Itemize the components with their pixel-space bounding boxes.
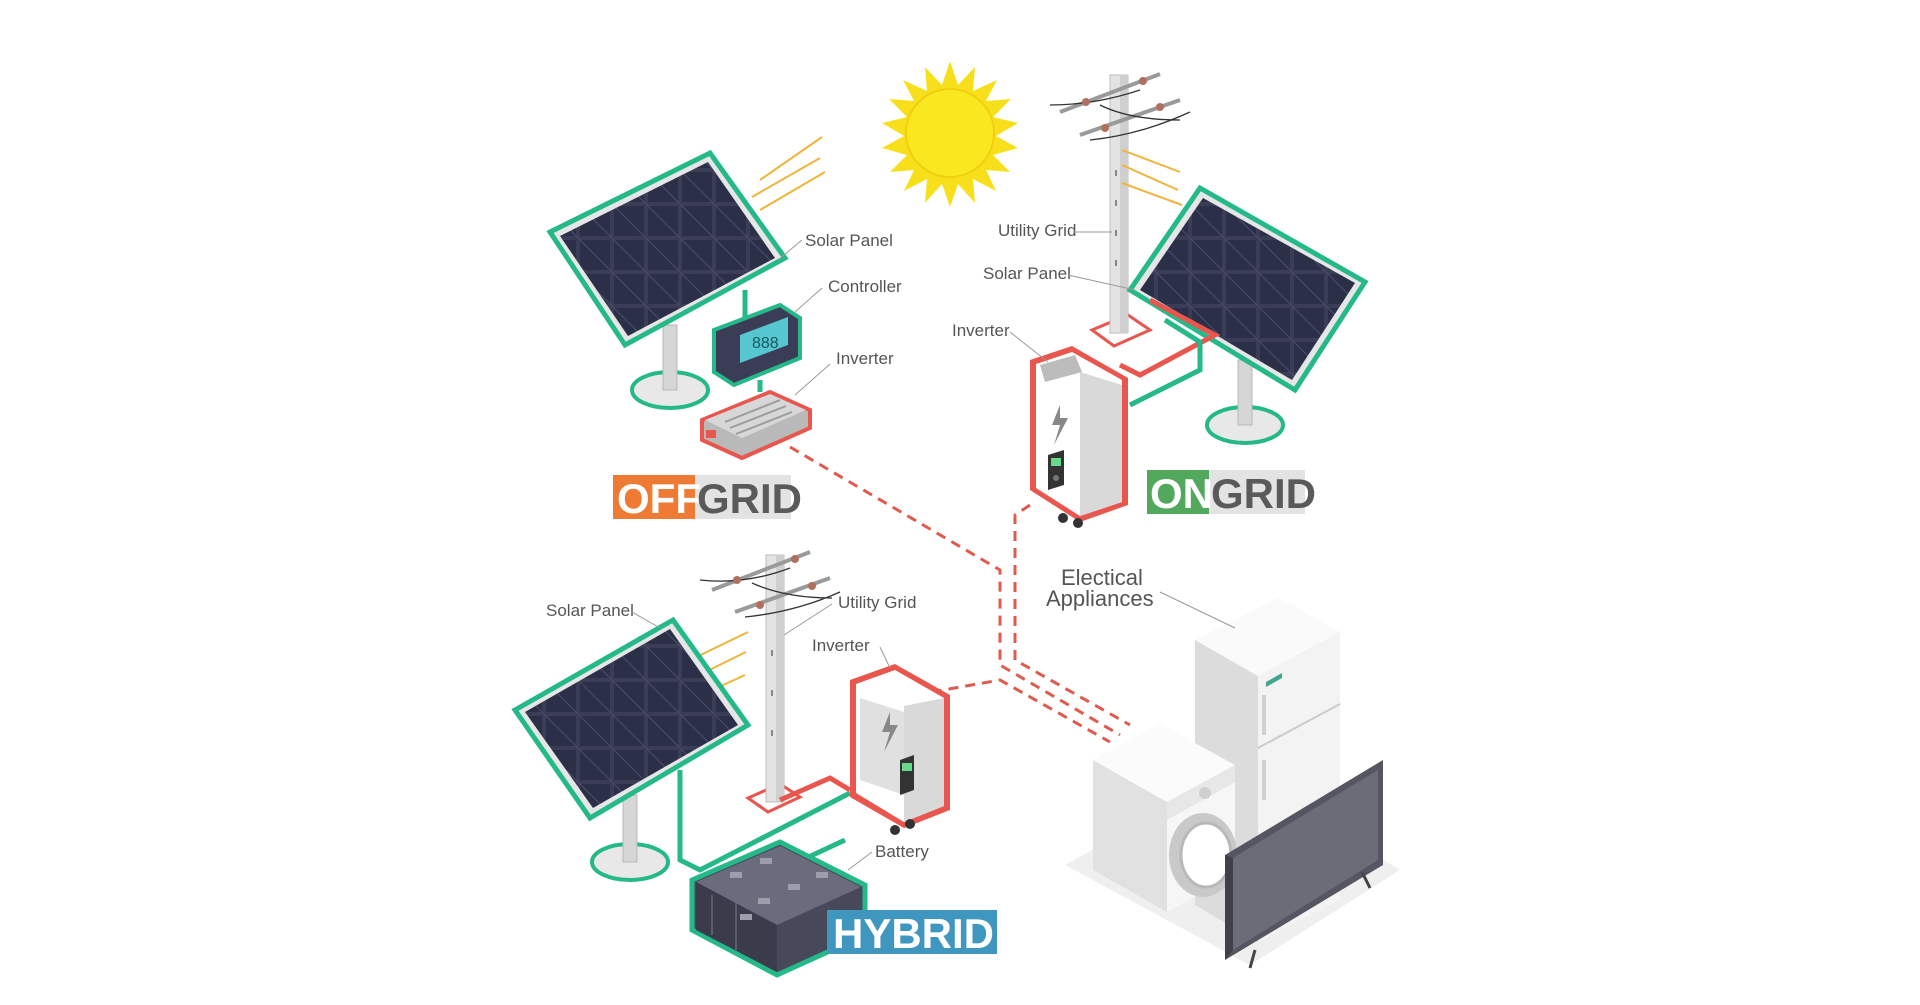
ongrid-badge: ON GRID [1147, 470, 1316, 517]
controller-icon: 888 [712, 302, 802, 388]
ongrid-badge-on: ON [1150, 470, 1213, 517]
svg-text:888: 888 [752, 335, 779, 352]
hybrid-solar-panel-label: Solar Panel [546, 601, 634, 620]
offgrid-solar-panel-label: Solar Panel [805, 231, 893, 250]
hybrid-panel-cable [677, 770, 852, 873]
offgrid-badge: OFF GRID [613, 475, 802, 522]
hybrid-utility-grid-label: Utility Grid [838, 593, 916, 612]
offgrid-inverter-label: Inverter [836, 349, 894, 368]
offgrid-controller-label: Controller [828, 277, 902, 296]
connection-lines [789, 445, 1131, 744]
inverter-icon [700, 389, 812, 461]
washing-machine-icon [1093, 724, 1237, 912]
offgrid-to-appliances-line [789, 445, 1121, 737]
ongrid-panel-pole [1237, 359, 1253, 426]
appliances-group: Electical Appliances [1046, 565, 1400, 969]
inverter-leader [794, 363, 831, 396]
solar-panel-icon [1126, 184, 1369, 394]
hybrid-grid-cable [778, 775, 852, 803]
appliances-label-line1: Electical [1061, 565, 1143, 590]
solar-panel-leader [777, 239, 803, 261]
ongrid-to-appliances-line [1013, 503, 1131, 727]
hybrid-system: Solar Panel Utility Grid Inverter Batter… [511, 550, 997, 978]
offgrid-badge-off: OFF [617, 475, 701, 522]
ongrid-grid-cable [1118, 297, 1221, 378]
panel-pole [662, 324, 678, 391]
utility-pole-icon [1049, 72, 1191, 348]
inverter-icon [850, 664, 950, 835]
hybrid-inverter-label: Inverter [812, 636, 870, 655]
hybrid-inverter-leader [879, 646, 891, 669]
controller-leader [794, 287, 823, 313]
appliances-label-line2: Appliances [1046, 586, 1154, 611]
solar-panel-icon [546, 149, 789, 349]
hybrid-badge-label: HYBRID [833, 910, 994, 957]
appliances-leader [1159, 591, 1236, 629]
hybrid-to-appliances-line [914, 678, 1111, 744]
sunray-lines [751, 136, 826, 211]
hybrid-utility-grid-leader [783, 603, 833, 636]
ongrid-inverter-label: Inverter [952, 321, 1010, 340]
ongrid-system: Utility Grid Solar Panel Inverter ON GRI… [952, 72, 1369, 528]
hybrid-battery-label: Battery [875, 842, 929, 861]
offgrid-badge-grid: GRID [697, 475, 802, 522]
sun-icon [882, 61, 1018, 207]
hybrid-battery-leader [847, 851, 873, 871]
ongrid-utility-grid-label: Utility Grid [998, 221, 1076, 240]
inverter-leader [1009, 331, 1049, 363]
inverter-icon [1030, 346, 1128, 528]
ongrid-panel-cable [1128, 317, 1203, 408]
hybrid-badge: HYBRID [827, 910, 997, 957]
utility-pole-icon [699, 550, 841, 814]
hybrid-solar-panel-leader [631, 611, 661, 629]
ongrid-badge-grid: GRID [1211, 470, 1316, 517]
offgrid-system: 888 Solar Panel Controller Inverter OFF … [546, 136, 902, 522]
solar-panel-icon [511, 616, 752, 822]
ongrid-sunray-lines [1121, 149, 1183, 206]
ongrid-solar-panel-label: Solar Panel [983, 264, 1071, 283]
tv-icon [1225, 760, 1383, 969]
hybrid-panel-pole [622, 794, 638, 863]
solar-panel-leader [1067, 274, 1136, 291]
